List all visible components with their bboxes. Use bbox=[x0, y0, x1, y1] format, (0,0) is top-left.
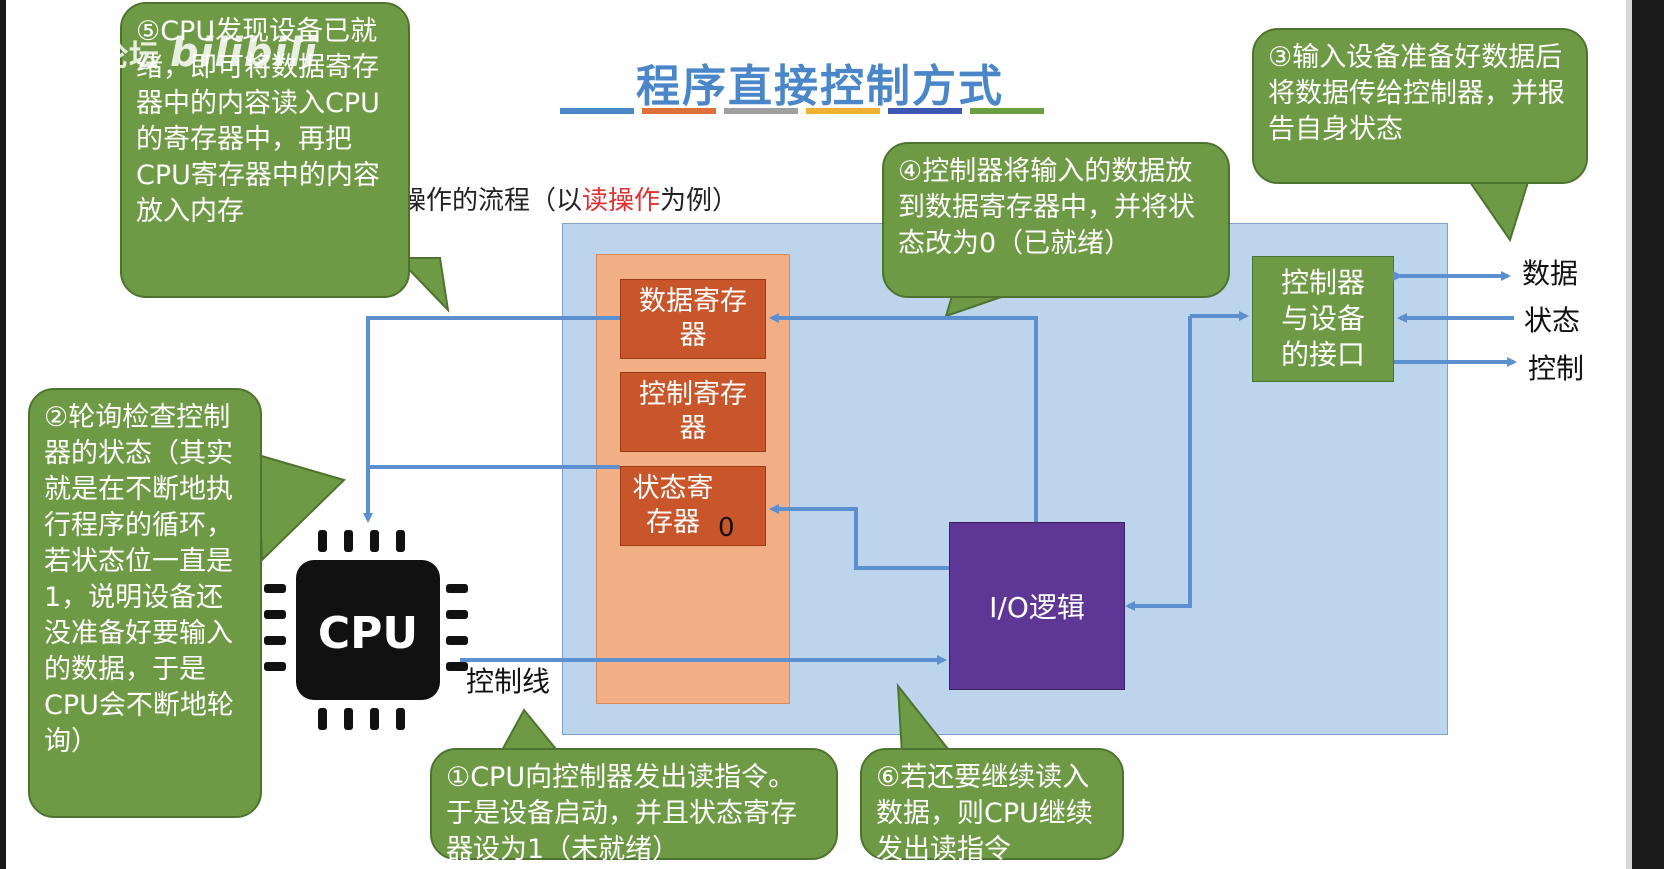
control-register: 控制寄存器 bbox=[620, 372, 766, 452]
callout-5: ⑤CPU发现设备已就绪，即可将数据寄存器中的内容读入CPU的寄存器中，再把CPU… bbox=[120, 2, 410, 298]
callout-2-text: ②轮询检查控制器的状态（其实就是在不断地执行程序的循环，若状态位一直是1，说明设… bbox=[44, 402, 234, 757]
data-register-label: 数据寄存器 bbox=[639, 286, 747, 351]
callout-4: ④控制器将输入的数据放到数据寄存器中，并将状态改为0（已就绪） bbox=[882, 142, 1230, 298]
signal-status-label: 状态 bbox=[1524, 304, 1581, 337]
status-register-label: 状态寄存器 bbox=[632, 473, 714, 538]
watermark: 王道论坛 bilibili bbox=[36, 30, 318, 76]
callout-3: ③输入设备准备好数据后将数据传给控制器，并报告自身状态 bbox=[1252, 28, 1588, 184]
title-color-bar bbox=[642, 108, 716, 114]
callout4-tail bbox=[944, 295, 1005, 318]
watermark-logo: bilibili bbox=[170, 30, 318, 76]
title-color-bars bbox=[560, 108, 1050, 114]
section-highlight: 读操作 bbox=[582, 186, 661, 216]
left-edge bbox=[0, 0, 6, 869]
io-logic-block: I/O逻辑 bbox=[949, 522, 1125, 690]
control-line-label: 控制线 bbox=[466, 665, 551, 698]
callout6-tail bbox=[896, 682, 955, 755]
callout-6-text: ⑥若还要继续读入数据，则CPU继续发出读指令 bbox=[876, 762, 1093, 865]
callout-1-text: ①CPU向控制器发出读指令。于是设备启动，并且状态寄存器设为1（未就绪） bbox=[446, 762, 797, 865]
data-register: 数据寄存器 bbox=[620, 279, 766, 359]
callout-6: ⑥若还要继续读入数据，则CPU继续发出读指令 bbox=[860, 748, 1124, 865]
title-color-bar bbox=[806, 108, 880, 114]
callout-2: ②轮询检查控制器的状态（其实就是在不断地执行程序的循环，若状态位一直是1，说明设… bbox=[28, 388, 262, 818]
device-interface-label: 控制器与设备的接口 bbox=[1280, 266, 1365, 371]
right-edge-inner bbox=[1626, 0, 1632, 869]
cpu-label: CPU bbox=[318, 608, 418, 659]
signal-control-label: 控制 bbox=[1528, 352, 1585, 385]
callout-1: ①CPU向控制器发出读指令。于是设备启动，并且状态寄存器设为1（未就绪） bbox=[430, 748, 838, 865]
title-color-bar bbox=[888, 108, 962, 114]
status-register-value: 0 bbox=[718, 513, 735, 543]
status-register: 状态寄存器 bbox=[620, 466, 766, 546]
signal-data-label: 数据 bbox=[1522, 257, 1579, 290]
cpu-chip-icon: CPU bbox=[264, 530, 468, 730]
watermark-text: 王道论坛 bbox=[36, 39, 160, 74]
interface-to-io-arrow bbox=[1125, 316, 1192, 611]
section-prefix: 操作的流程（以 bbox=[400, 186, 583, 216]
page-title: 程序直接控制方式 bbox=[636, 61, 1004, 112]
section-suffix: 为例） bbox=[660, 186, 739, 216]
io-logic-label: I/O逻辑 bbox=[989, 591, 1085, 624]
callout2-tail bbox=[256, 453, 346, 563]
callout-3-text: ③输入设备准备好数据后将数据传给控制器，并报告自身状态 bbox=[1268, 42, 1565, 145]
data-reg-to-cpu-arrow bbox=[363, 316, 620, 523]
callout-4-text: ④控制器将输入的数据放到数据寄存器中，并将状态改为0（已就绪） bbox=[898, 156, 1195, 259]
device-interface-block: 控制器与设备的接口 bbox=[1252, 256, 1394, 382]
callout-5-text: ⑤CPU发现设备已就绪，即可将数据寄存器中的内容读入CPU的寄存器中，再把CPU… bbox=[136, 16, 380, 227]
callout3-tail bbox=[1468, 181, 1530, 243]
title-color-bar bbox=[970, 108, 1044, 114]
title-color-bar bbox=[724, 108, 798, 114]
callout5-tail bbox=[395, 257, 450, 313]
right-edge bbox=[1632, 0, 1664, 869]
section-label: 操作的流程（以读操作为例） bbox=[400, 180, 738, 217]
io-to-data-reg-arrow bbox=[769, 313, 1038, 522]
io-to-status-reg-arrow bbox=[769, 504, 949, 570]
control-register-label: 控制寄存器 bbox=[639, 379, 747, 444]
title-color-bar bbox=[560, 108, 634, 114]
